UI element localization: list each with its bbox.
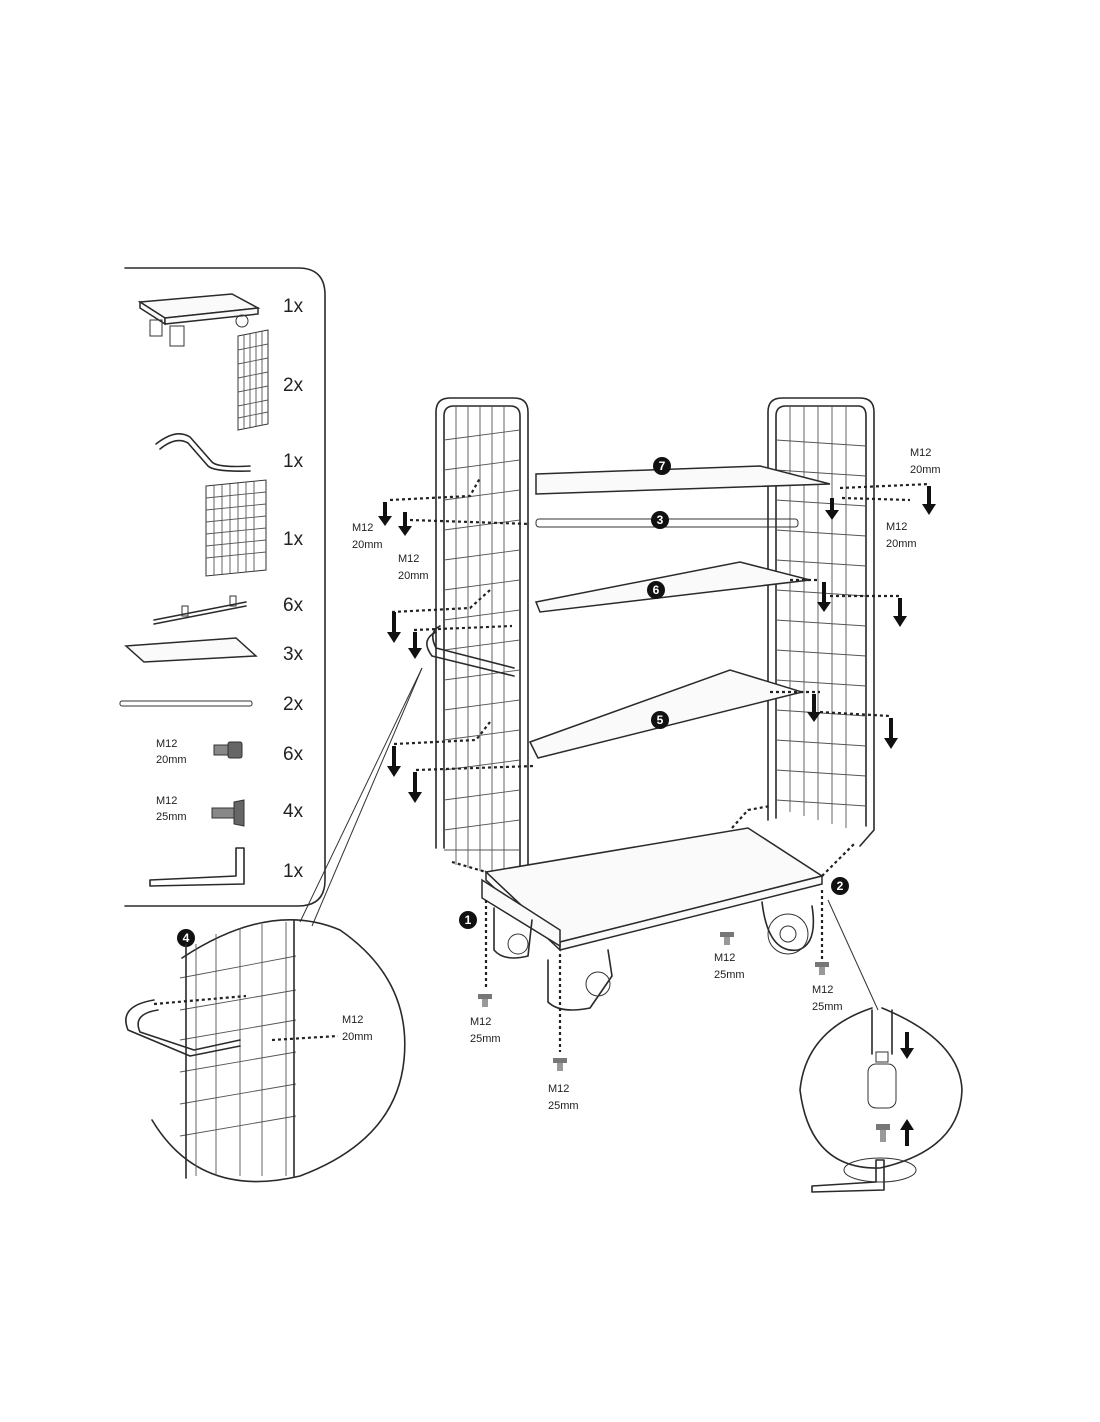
down-arrow-icon [884,718,898,749]
svg-text:25mm: 25mm [714,969,745,981]
svg-text:M12: M12 [352,522,373,534]
caster-wheels [493,901,815,1011]
svg-text:M12: M12 [548,1083,569,1095]
svg-text:25mm: 25mm [548,1100,579,1112]
screw-icon [815,962,829,975]
side-mesh-panel-icon [237,329,269,431]
right-mesh-panel [767,397,875,847]
parts-qty: 3x [283,644,304,665]
svg-text:20mm: 20mm [342,1031,373,1043]
parts-list-panel: 1x 2x 1x 1x 6x 3x [119,267,326,907]
svg-text:M12: M12 [812,984,833,996]
parts-qty: 1x [283,861,304,882]
svg-text:M12: M12 [910,447,931,459]
parts-qty: 6x [283,744,304,765]
down-arrow-icon [893,598,907,627]
shelf-middle [534,561,811,613]
svg-text:M12: M12 [470,1016,491,1028]
svg-text:M12: M12 [714,952,735,964]
svg-text:20mm: 20mm [910,464,941,476]
base-platform [481,827,824,952]
step-marker-5: 5 [651,711,669,729]
step-marker-7: 7 [653,457,671,475]
down-arrow-icon [387,746,401,777]
handle-detail-circle [125,667,423,1183]
parts-qty: 2x [283,694,304,715]
screw-spec: M12 [156,738,177,750]
caster-detail-circle [799,899,963,1193]
svg-text:25mm: 25mm [470,1033,501,1045]
screw-icon [553,1058,567,1071]
back-mesh-panel-icon [205,479,267,577]
push-handle [426,625,515,677]
down-arrow-icon [807,694,821,722]
down-arrow-icon [817,582,831,612]
shelf-board-icon [124,637,258,663]
svg-text:M12: M12 [398,553,419,565]
screw-icon [478,994,492,1007]
step-marker-1: 1 [459,911,477,929]
down-arrow-icon [387,612,401,643]
screw-size: 20mm [156,754,187,766]
svg-text:M12: M12 [342,1014,363,1026]
screw-icon [720,932,734,945]
bolt-icon [213,741,243,759]
svg-text:25mm: 25mm [812,1001,843,1013]
parts-qty: 6x [283,595,304,616]
parts-qty: 1x [283,296,304,317]
screw-size: 25mm [156,811,187,823]
svg-text:20mm: 20mm [886,538,917,550]
step-marker-6: 6 [647,581,665,599]
step-marker-4: 4 [177,929,195,947]
parts-qty: 1x [283,451,304,472]
direction-arrows [378,486,936,803]
up-arrow-icon [900,1119,914,1146]
shelf-top [535,465,831,495]
step-markers: 1 2 3 4 5 6 7 [177,457,849,947]
svg-text:1: 1 [465,913,472,927]
trolley-assembly [378,397,936,1071]
base-trolley-icon [137,293,261,347]
svg-text:6: 6 [653,583,660,597]
down-arrow-icon [408,772,422,803]
allen-key-icon [149,847,245,887]
svg-text:M12: M12 [886,521,907,533]
attachment-guides [389,477,931,1052]
bolt-icon [211,799,245,827]
svg-text:2: 2 [837,879,844,893]
step-marker-3: 3 [651,511,669,529]
down-arrow-icon [900,1032,914,1059]
svg-text:7: 7 [659,459,666,473]
down-arrow-icon [825,498,839,520]
svg-text:20mm: 20mm [398,570,429,582]
push-handle-icon [155,432,251,472]
parts-qty: 4x [283,801,304,822]
svg-text:20mm: 20mm [352,539,383,551]
down-arrow-icon [398,512,412,536]
svg-text:4: 4 [183,931,190,945]
down-arrow-icon [408,632,422,659]
down-arrow-icon [378,502,392,526]
screw-spec: M12 [156,795,177,807]
down-arrow-icon [922,486,936,515]
cross-bar-icon [119,700,253,707]
screw-labels: M12 20mm M12 20mm M12 20mm M12 20mm M12 … [342,447,941,1112]
parts-qty: 2x [283,375,304,396]
svg-text:3: 3 [657,513,664,527]
left-mesh-panel [435,397,529,883]
shelf-bracket-icon [153,595,247,625]
parts-qty: 1x [283,529,304,550]
base-screws [478,932,829,1071]
svg-text:5: 5 [657,713,664,727]
step-marker-2: 2 [831,877,849,895]
